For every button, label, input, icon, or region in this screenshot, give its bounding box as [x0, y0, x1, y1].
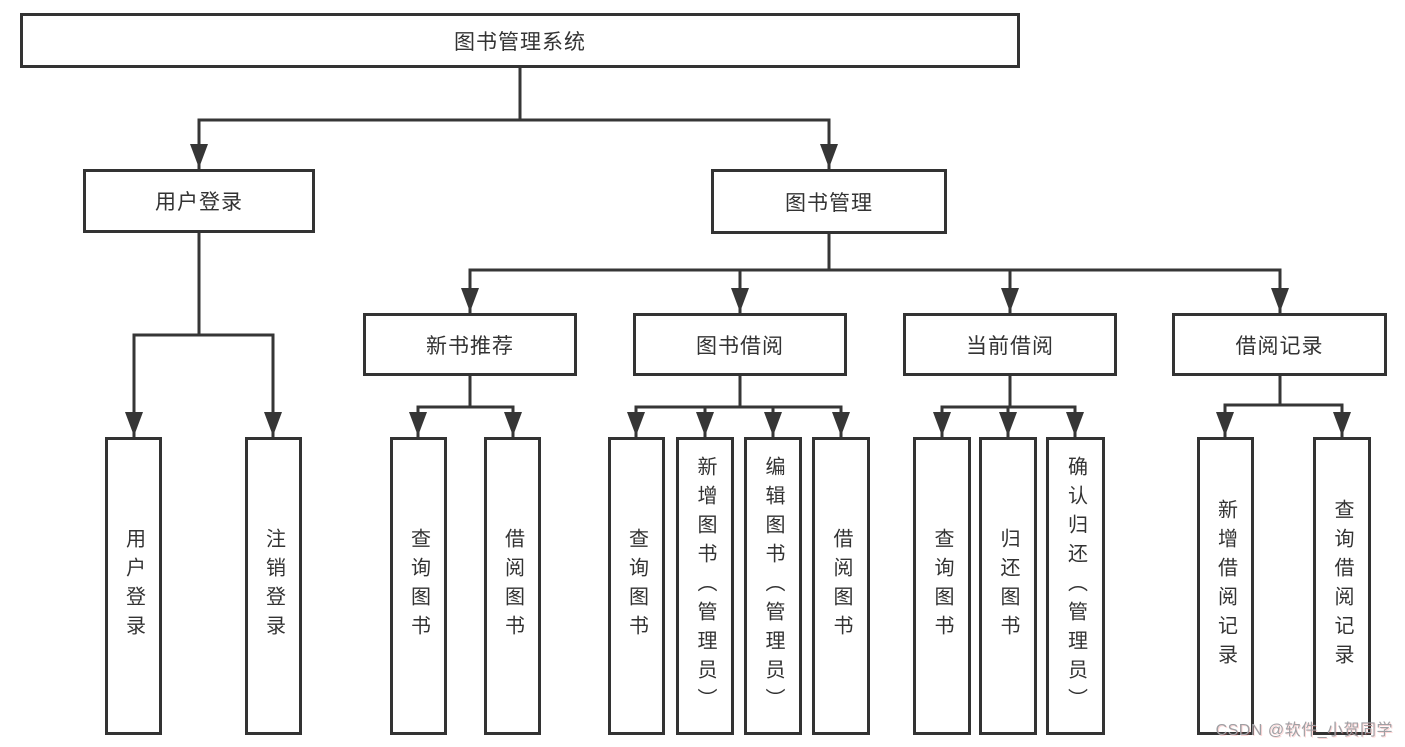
leaf-query-books-current: 查询图书 — [913, 437, 971, 735]
leaf-edit-book-admin: 编辑图书（管理员） — [744, 437, 802, 735]
leaf-query-books-recommend: 查询图书 — [390, 437, 447, 735]
leaf-add-book-admin: 新增图书（管理员） — [676, 437, 734, 735]
leaf-return-books: 归还图书 — [979, 437, 1037, 735]
node-book-management: 图书管理 — [711, 169, 947, 234]
watermark: CSDN @软件_小贺同学 — [1215, 722, 1393, 739]
leaf-borrow-books-recommend: 借阅图书 — [484, 437, 541, 735]
node-new-book-recommend: 新书推荐 — [363, 313, 577, 376]
leaf-query-borrow-record: 查询借阅记录 — [1313, 437, 1371, 735]
node-current-borrowing: 当前借阅 — [903, 313, 1117, 376]
leaf-logout: 注销登录 — [245, 437, 302, 735]
node-book-borrowing: 图书借阅 — [633, 313, 847, 376]
node-borrowing-records: 借阅记录 — [1172, 313, 1387, 376]
leaf-confirm-return-admin: 确认归还（管理员） — [1046, 437, 1105, 735]
leaf-user-login: 用户登录 — [105, 437, 162, 735]
node-root: 图书管理系统 — [20, 13, 1020, 68]
leaf-borrow-books: 借阅图书 — [812, 437, 870, 735]
leaf-query-books-borrow: 查询图书 — [608, 437, 665, 735]
node-user-login: 用户登录 — [83, 169, 315, 233]
leaf-add-borrow-record: 新增借阅记录 — [1197, 437, 1254, 735]
